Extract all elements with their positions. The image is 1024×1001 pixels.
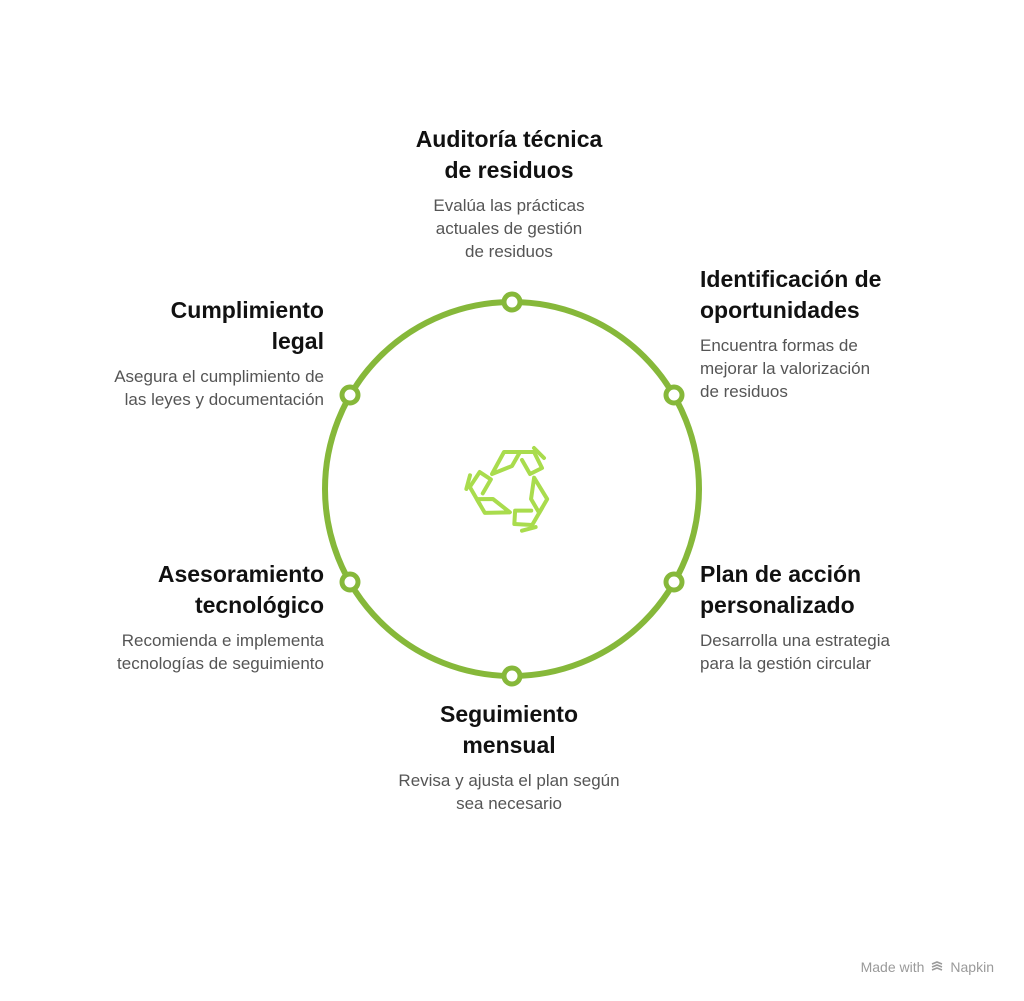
step-description: Evalúa las prácticas actuales de gestión… bbox=[384, 194, 634, 263]
step-title: Plan de acción personalizado bbox=[700, 559, 960, 621]
step-asesoramiento: Asesoramiento tecnológico Recomienda e i… bbox=[54, 559, 324, 675]
napkin-brand-label: Napkin bbox=[950, 959, 994, 975]
step-description: Asegura el cumplimiento de las leyes y d… bbox=[54, 365, 324, 411]
step-description: Desarrolla una estrategia para la gestió… bbox=[700, 629, 960, 675]
step-title-line: de residuos bbox=[444, 157, 574, 183]
step-title-line: Auditoría técnica bbox=[415, 126, 603, 152]
step-title-line: personalizado bbox=[700, 592, 855, 618]
step-desc-line: Asegura el cumplimiento de bbox=[114, 367, 324, 386]
step-title-line: Cumplimiento bbox=[170, 297, 324, 323]
step-seguimiento: Seguimiento mensual Revisa y ajusta el p… bbox=[364, 699, 654, 815]
step-node-2 bbox=[663, 571, 685, 593]
step-node-3 bbox=[501, 665, 523, 687]
step-desc-line: para la gestión circular bbox=[700, 654, 872, 673]
step-description: Encuentra formas de mejorar la valorizac… bbox=[700, 334, 960, 403]
step-node-5 bbox=[339, 384, 361, 406]
step-title-line: Seguimiento bbox=[439, 701, 578, 727]
step-title-line: Identificación de bbox=[700, 266, 882, 292]
step-desc-line: Encuentra formas de bbox=[700, 336, 858, 355]
made-with-label: Made with bbox=[860, 959, 925, 975]
step-desc-line: mejorar la valorización bbox=[700, 359, 871, 378]
step-cumplimiento: Cumplimiento legal Asegura el cumplimien… bbox=[54, 295, 324, 411]
cycle-ring bbox=[322, 299, 702, 679]
step-description: Revisa y ajusta el plan según sea necesa… bbox=[364, 769, 654, 815]
step-desc-line: tecnologías de seguimiento bbox=[117, 654, 324, 673]
step-title: Identificación de oportunidades bbox=[700, 264, 960, 326]
step-desc-line: actuales de gestión bbox=[435, 219, 583, 238]
step-desc-line: de residuos bbox=[700, 382, 788, 401]
step-description: Recomienda e implementa tecnologías de s… bbox=[54, 629, 324, 675]
step-title-line: oportunidades bbox=[700, 297, 860, 323]
step-title-line: Plan de acción bbox=[700, 561, 862, 587]
step-title: Auditoría técnica de residuos bbox=[384, 124, 634, 186]
step-title-line: Asesoramiento bbox=[157, 561, 324, 587]
step-desc-line: las leyes y documentación bbox=[124, 390, 324, 409]
step-auditoria: Auditoría técnica de residuos Evalúa las… bbox=[384, 124, 634, 263]
step-title: Seguimiento mensual bbox=[364, 699, 654, 761]
step-node-1 bbox=[663, 384, 685, 406]
step-title-line: legal bbox=[271, 328, 324, 354]
made-with-napkin-footer: Made with Napkin bbox=[861, 959, 994, 975]
step-identificacion: Identificación de oportunidades Encuentr… bbox=[700, 264, 960, 403]
step-node-4 bbox=[339, 571, 361, 593]
step-desc-line: Desarrolla una estrategia bbox=[700, 631, 890, 650]
step-desc-line: Revisa y ajusta el plan según bbox=[398, 771, 620, 790]
step-node-0 bbox=[501, 291, 523, 313]
step-desc-line: de residuos bbox=[465, 242, 553, 261]
step-desc-line: Recomienda e implementa bbox=[121, 631, 324, 650]
recycle-icon bbox=[464, 446, 550, 533]
step-title: Asesoramiento tecnológico bbox=[54, 559, 324, 621]
step-desc-line: sea necesario bbox=[456, 794, 562, 813]
step-title-line: tecnológico bbox=[194, 592, 324, 618]
step-plan-accion: Plan de acción personalizado Desarrolla … bbox=[700, 559, 960, 675]
step-title-line: mensual bbox=[462, 732, 556, 758]
napkin-logo-icon bbox=[932, 961, 943, 971]
step-title: Cumplimiento legal bbox=[54, 295, 324, 357]
step-desc-line: Evalúa las prácticas bbox=[433, 196, 585, 215]
